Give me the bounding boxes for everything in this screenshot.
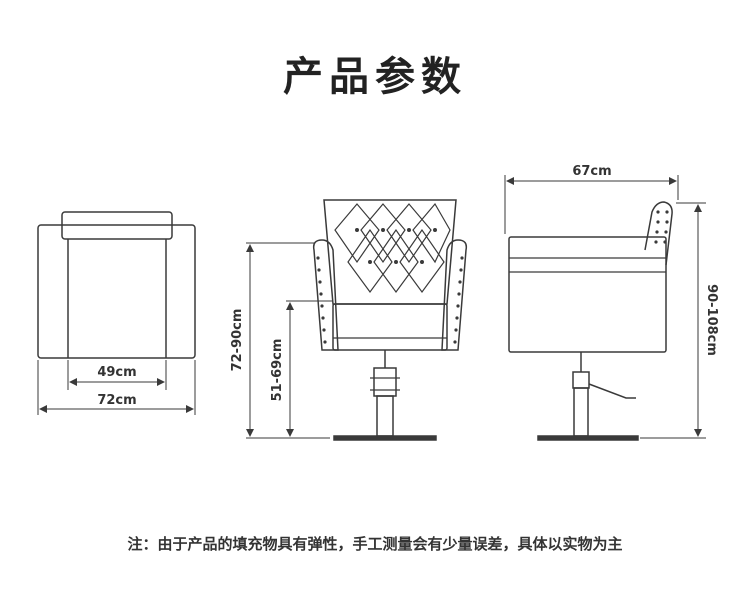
front-view-column [376, 395, 394, 437]
front-view-arm-left [312, 239, 339, 351]
top-view-backrest [61, 211, 173, 240]
side-view-pump [572, 371, 590, 389]
side-view-base [537, 435, 639, 441]
measurement-note: 注：由于产品的填充物具有弹性，手工测量会有少量误差，具体以实物为主 [127, 535, 623, 553]
total-height-label: 72-90cm [230, 309, 245, 372]
side-view [504, 175, 706, 441]
side-view-column [573, 387, 589, 437]
total-width-label: 72cm [97, 393, 136, 408]
front-view-pump [373, 367, 397, 397]
front-view-arm-right [441, 239, 468, 351]
top-view-outline [37, 224, 196, 359]
back-height-label: 90-108cm [704, 284, 719, 356]
page-title: 产品参数 [283, 54, 467, 100]
side-view-backrest [644, 201, 673, 266]
top-view [37, 211, 196, 415]
front-view [246, 199, 468, 441]
side-view-pedal [588, 383, 636, 399]
depth-label: 67cm [572, 164, 611, 179]
front-view-base [333, 435, 437, 441]
seat-height-label: 51-69cm [270, 339, 285, 402]
front-view-seat [332, 303, 448, 351]
side-view-body [508, 236, 667, 353]
seat-width-label: 49cm [97, 365, 136, 380]
